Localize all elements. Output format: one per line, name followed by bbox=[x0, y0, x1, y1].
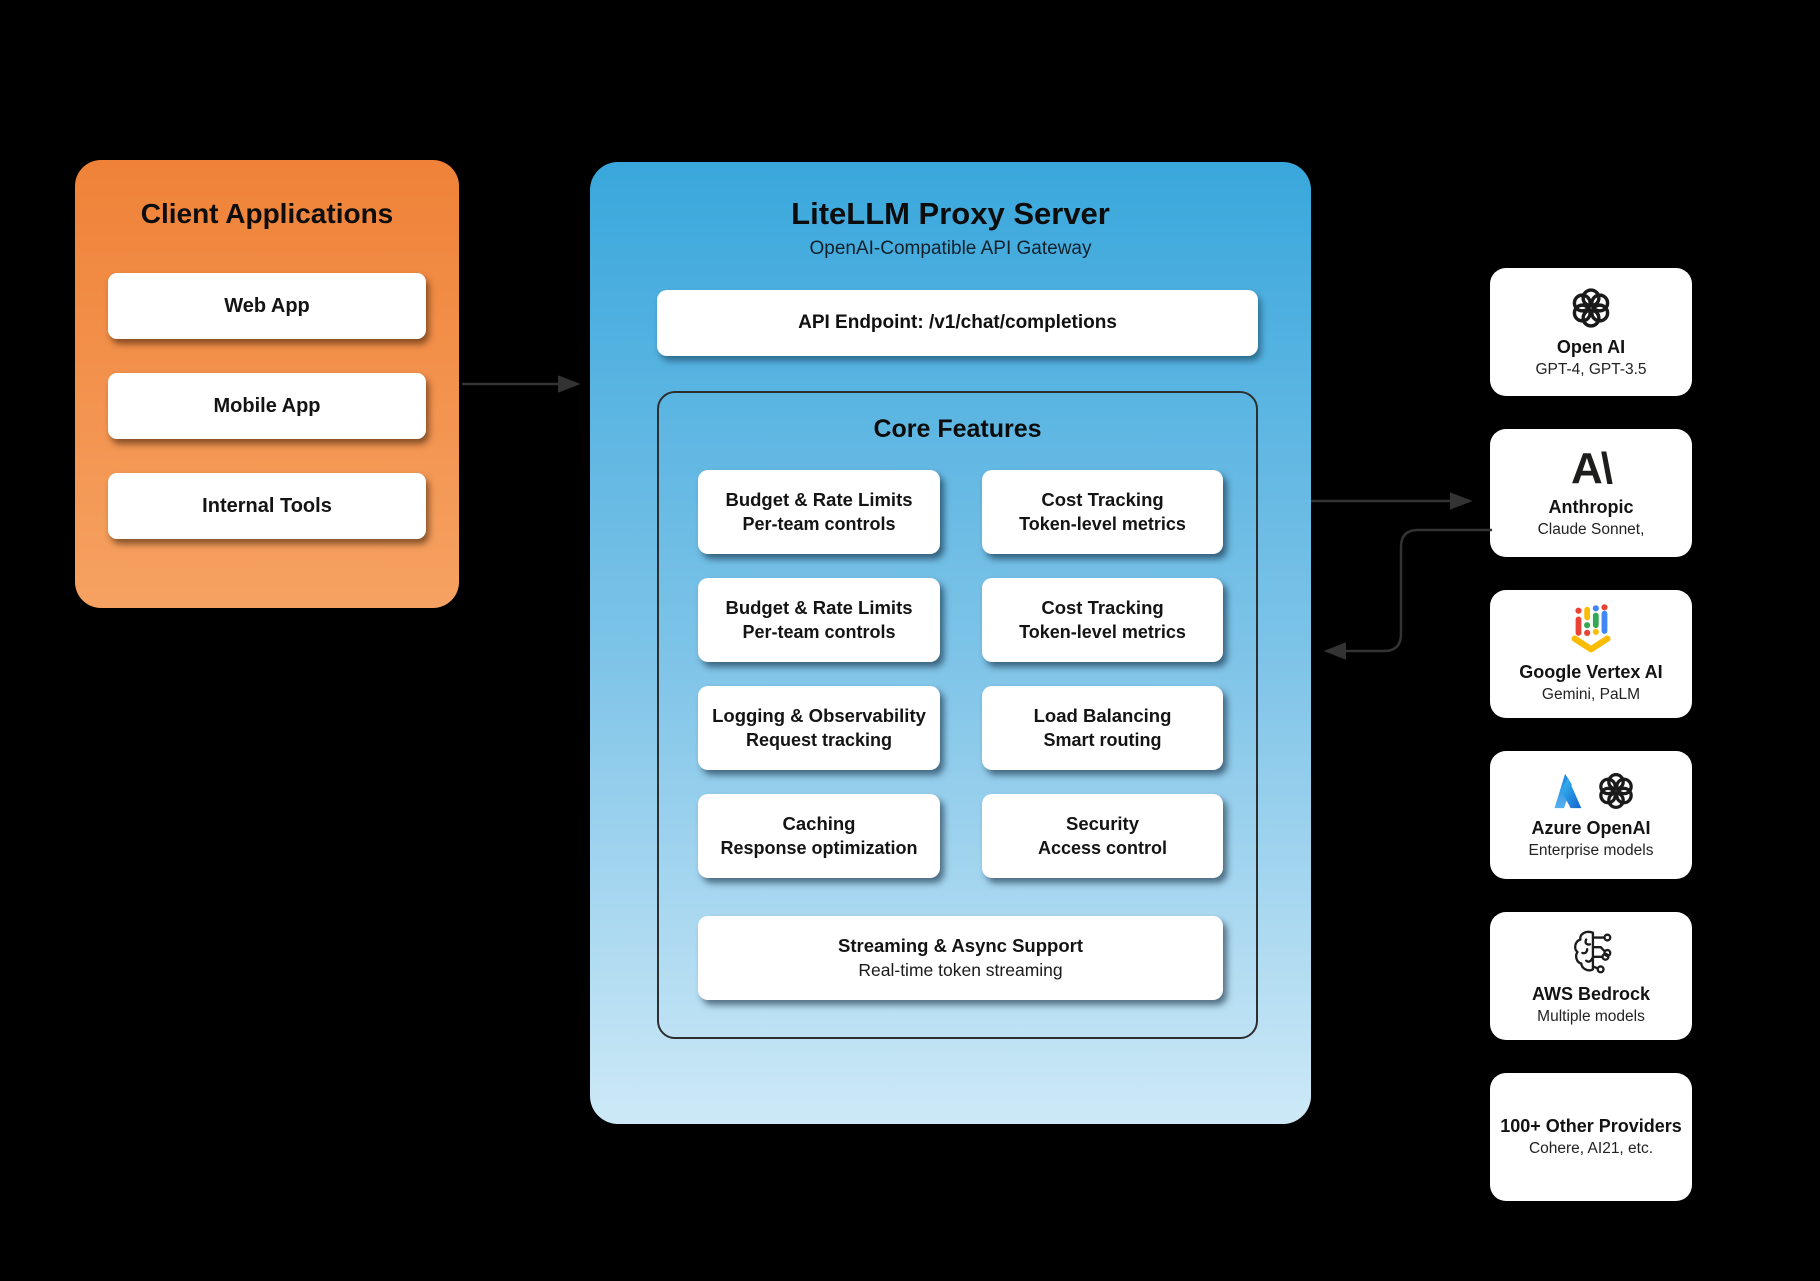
provider-models: Cohere, AI21, etc. bbox=[1528, 1140, 1654, 1157]
feature-subtitle: Token-level metrics bbox=[1019, 514, 1186, 534]
client-item-label: Internal Tools bbox=[202, 494, 332, 517]
provider-name: Azure OpenAI bbox=[1531, 818, 1651, 838]
provider-card-google-vertex-ai: Google Vertex AI Gemini, PaLM bbox=[1490, 590, 1692, 718]
provider-name: Anthropic bbox=[1548, 497, 1634, 517]
provider-name: Google Vertex AI bbox=[1519, 662, 1663, 682]
provider-card-azure-openai: Azure OpenAI Enterprise models bbox=[1490, 751, 1692, 879]
api-endpoint-label: API Endpoint: /v1/chat/completions bbox=[798, 312, 1117, 333]
feature-card-cost-tracking-1: Cost Tracking Token-level metrics bbox=[982, 470, 1223, 554]
feature-title: Budget & Rate Limits bbox=[725, 597, 913, 618]
feature-title: Caching bbox=[782, 813, 856, 834]
client-items-list: Web App Mobile App Internal Tools bbox=[108, 273, 426, 539]
feature-title: Logging & Observability bbox=[712, 705, 926, 726]
aws-bedrock-icon bbox=[1565, 926, 1617, 978]
feature-card-budget-rate-limits-1: Budget & Rate Limits Per-team controls bbox=[698, 470, 940, 554]
feature-card-cost-tracking-2: Cost Tracking Token-level metrics bbox=[982, 578, 1223, 662]
provider-card-aws-bedrock: AWS Bedrock Multiple models bbox=[1490, 912, 1692, 1040]
core-features-box: Core Features Budget & Rate Limits Per-t… bbox=[657, 391, 1258, 1039]
feature-subtitle: Response optimization bbox=[720, 838, 918, 858]
feature-title: Budget & Rate Limits bbox=[725, 489, 913, 510]
feature-title: Cost Tracking bbox=[1041, 489, 1164, 510]
feature-subtitle: Smart routing bbox=[1043, 730, 1162, 750]
openai-logo-icon bbox=[1568, 285, 1614, 331]
client-item-web-app: Web App bbox=[108, 273, 426, 339]
provider-models: Enterprise models bbox=[1528, 842, 1654, 859]
feature-subtitle: Access control bbox=[1037, 838, 1168, 858]
feature-subtitle: Request tracking bbox=[745, 730, 893, 750]
client-applications-panel: Client Applications Web App Mobile App I… bbox=[75, 160, 459, 608]
provider-models: Gemini, PaLM bbox=[1541, 686, 1641, 703]
feature-subtitle: Real-time token streaming bbox=[858, 960, 1063, 980]
core-features-grid: Budget & Rate Limits Per-team controls C… bbox=[698, 470, 1223, 1000]
client-item-label: Mobile App bbox=[213, 394, 321, 417]
provider-card-openai: Open AI GPT-4, GPT-3.5 bbox=[1490, 268, 1692, 396]
client-item-internal-tools: Internal Tools bbox=[108, 473, 426, 539]
feature-title: Load Balancing bbox=[1033, 705, 1172, 726]
feature-title: Security bbox=[1065, 813, 1139, 834]
openai-logo-icon bbox=[1599, 772, 1633, 810]
feature-card-streaming-async-support: Streaming & Async Support Real-time toke… bbox=[698, 916, 1223, 1000]
feature-subtitle: Per-team controls bbox=[742, 514, 896, 534]
client-item-label: Web App bbox=[224, 294, 310, 317]
feature-card-load-balancing: Load Balancing Smart routing bbox=[982, 686, 1223, 770]
provider-card-other-providers: 100+ Other Providers Cohere, AI21, etc. bbox=[1490, 1073, 1692, 1201]
feature-card-caching: Caching Response optimization bbox=[698, 794, 940, 878]
client-item-mobile-app: Mobile App bbox=[108, 373, 426, 439]
provider-name: Open AI bbox=[1556, 337, 1626, 357]
provider-models: GPT-4, GPT-3.5 bbox=[1535, 361, 1647, 378]
feature-subtitle: Token-level metrics bbox=[1019, 622, 1186, 642]
feature-card-logging-observability: Logging & Observability Request tracking bbox=[698, 686, 940, 770]
feature-title: Streaming & Async Support bbox=[838, 935, 1083, 956]
proxy-panel-title: LiteLLM Proxy Server bbox=[791, 196, 1110, 231]
provider-name: AWS Bedrock bbox=[1531, 984, 1651, 1004]
google-vertex-ai-icon bbox=[1565, 604, 1617, 656]
feature-card-security: Security Access control bbox=[982, 794, 1223, 878]
provider-models: Multiple models bbox=[1537, 1008, 1645, 1025]
litellm-proxy-server-panel: LiteLLM Proxy Server OpenAI-Compatible A… bbox=[590, 162, 1311, 1124]
arrow-providers-to-proxy bbox=[1323, 528, 1492, 660]
proxy-panel-subtitle: OpenAI-Compatible API Gateway bbox=[809, 238, 1092, 259]
provider-card-anthropic: A\ Anthropic Claude Sonnet, bbox=[1490, 429, 1692, 557]
providers-column: Open AI GPT-4, GPT-3.5 A\ Anthropic Clau… bbox=[1490, 268, 1692, 1201]
anthropic-logo-icon: A\ bbox=[1571, 444, 1613, 493]
core-features-title: Core Features bbox=[873, 415, 1042, 443]
client-panel-title: Client Applications bbox=[140, 198, 394, 229]
provider-name: 100+ Other Providers bbox=[1500, 1116, 1682, 1136]
feature-title: Cost Tracking bbox=[1041, 597, 1164, 618]
api-endpoint-box: API Endpoint: /v1/chat/completions bbox=[657, 290, 1258, 356]
provider-models: Claude Sonnet, bbox=[1537, 521, 1645, 538]
feature-card-budget-rate-limits-2: Budget & Rate Limits Per-team controls bbox=[698, 578, 940, 662]
azure-logo-icon bbox=[1554, 773, 1582, 809]
azure-openai-icon bbox=[1545, 770, 1637, 812]
feature-subtitle: Per-team controls bbox=[742, 622, 896, 642]
anthropic-glyph: A\ bbox=[1571, 444, 1613, 493]
